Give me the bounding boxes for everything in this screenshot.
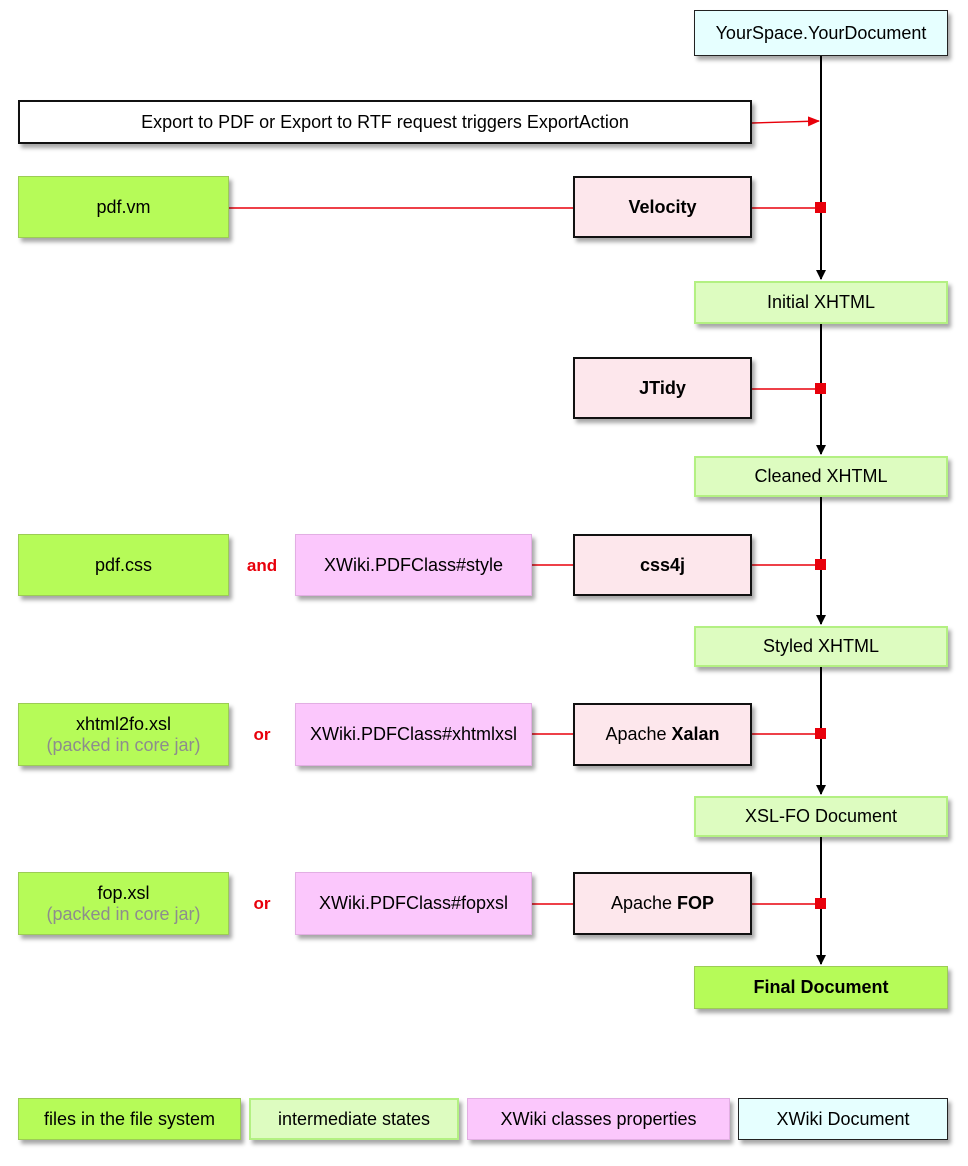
xalan-prefix: Apache: [605, 724, 667, 744]
xalan-processor-node: Apache Xalan: [573, 703, 752, 766]
jtidy-processor-node: JTidy: [573, 357, 752, 419]
fopxsl-property-node: XWiki.PDFClass#fopxsl: [295, 872, 532, 935]
junction-fop: [815, 898, 826, 909]
legend-intermediate: intermediate states: [249, 1098, 459, 1140]
source-document-label: YourSpace.YourDocument: [715, 22, 927, 43]
pdf-css-label: pdf.css: [94, 554, 153, 575]
pdf-css-file-node: pdf.css: [18, 534, 229, 596]
export-request-node: Export to PDF or Export to RTF request t…: [18, 100, 752, 144]
and-connector: and: [246, 556, 278, 575]
cleaned-xhtml-label: Cleaned XHTML: [754, 466, 888, 486]
fop-xsl-location-note: (packed in core jar): [46, 903, 201, 924]
initial-xhtml-node: Initial XHTML: [694, 281, 948, 324]
velocity-processor-node: Velocity: [573, 176, 752, 238]
cleaned-xhtml-node: Cleaned XHTML: [694, 456, 948, 497]
fop-name: FOP: [677, 893, 715, 913]
legend-document: XWiki Document: [738, 1098, 948, 1140]
pdf-vm-file-node: pdf.vm: [18, 176, 229, 238]
initial-xhtml-label: Initial XHTML: [766, 292, 876, 312]
junction-xalan: [815, 728, 826, 739]
style-property-label: XWiki.PDFClass#style: [323, 554, 504, 575]
fop-prefix: Apache: [610, 893, 673, 913]
xhtml2fo-file-node: xhtml2fo.xsl (packed in core jar): [18, 703, 229, 766]
jtidy-label: JTidy: [639, 377, 686, 398]
legend-classes-label: XWiki classes properties: [500, 1108, 697, 1129]
xsl-fo-document-label: XSL-FO Document: [744, 806, 898, 826]
fop-processor-node: Apache FOP: [573, 872, 752, 935]
style-property-node: XWiki.PDFClass#style: [295, 534, 532, 596]
css4j-processor-node: css4j: [573, 534, 752, 596]
legend-files-label: files in the file system: [43, 1108, 216, 1129]
fopxsl-property-label: XWiki.PDFClass#fopxsl: [318, 893, 509, 913]
or-connector-xalan: or: [253, 725, 271, 744]
xhtml2fo-label: xhtml2fo.xsl: [75, 713, 172, 734]
or-connector-fop: or: [253, 894, 271, 913]
legend-classes: XWiki classes properties: [467, 1098, 730, 1140]
side-input-lines: [229, 116, 820, 905]
pdf-vm-label: pdf.vm: [96, 196, 151, 217]
styled-xhtml-label: Styled XHTML: [762, 636, 880, 656]
css4j-label: css4j: [639, 554, 686, 575]
legend-files: files in the file system: [18, 1098, 241, 1140]
xhtmlxsl-property-node: XWiki.PDFClass#xhtmlxsl: [295, 703, 532, 766]
fop-xsl-label: fop.xsl: [97, 882, 150, 903]
final-document-node: Final Document: [694, 966, 948, 1009]
xhtml2fo-location-note: (packed in core jar): [46, 734, 201, 755]
legend-document-label: XWiki Document: [776, 1108, 910, 1129]
fop-xsl-file-node: fop.xsl (packed in core jar): [18, 872, 229, 935]
xalan-label: Apache Xalan: [605, 724, 719, 745]
legend-intermediate-label: intermediate states: [277, 1108, 431, 1129]
xhtmlxsl-property-label: XWiki.PDFClass#xhtmlxsl: [309, 724, 518, 744]
junction-markers: [815, 202, 826, 909]
final-document-label: Final Document: [753, 977, 889, 997]
xsl-fo-document-node: XSL-FO Document: [694, 796, 948, 837]
export-request-label: Export to PDF or Export to RTF request t…: [141, 111, 629, 132]
junction-css4j: [815, 559, 826, 570]
xalan-name: Xalan: [671, 724, 720, 744]
styled-xhtml-node: Styled XHTML: [694, 626, 948, 667]
junction-jtidy: [815, 383, 826, 394]
velocity-label: Velocity: [628, 196, 697, 217]
source-document-node: YourSpace.YourDocument: [694, 10, 948, 56]
fop-label: Apache FOP: [611, 893, 714, 914]
junction-velocity: [815, 202, 826, 213]
trigger-arrow: [751, 116, 820, 127]
